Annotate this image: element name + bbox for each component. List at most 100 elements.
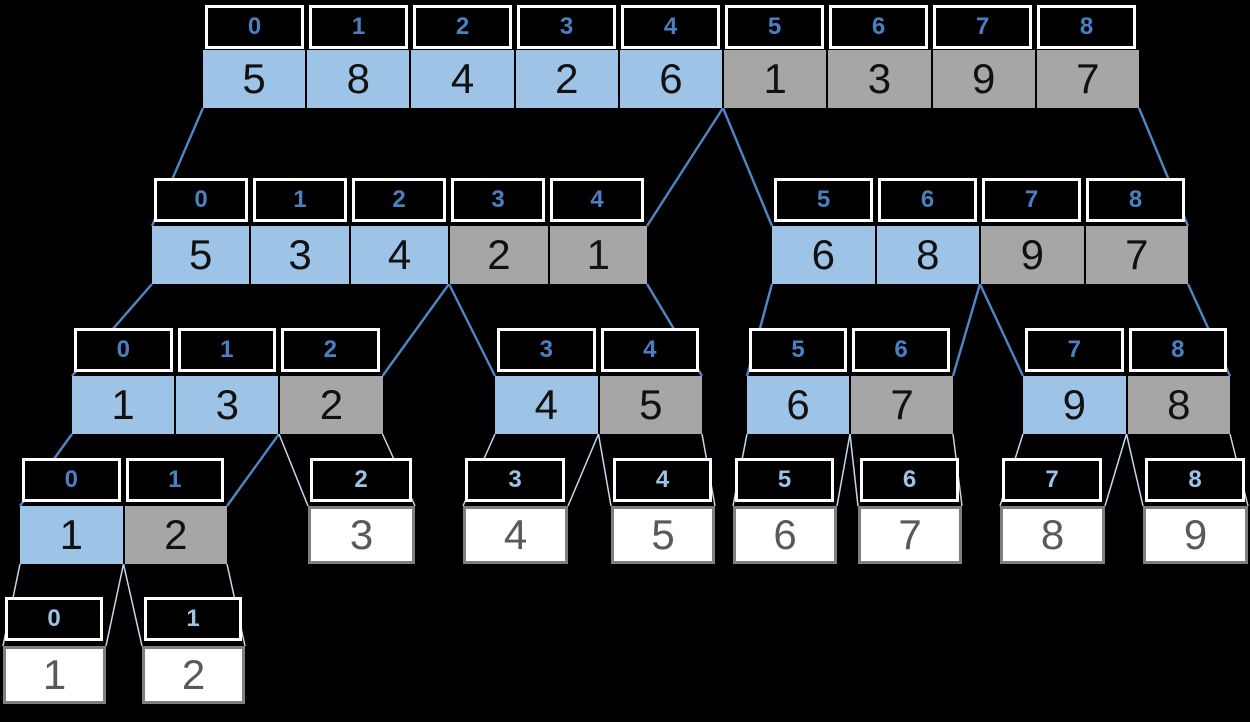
value-cell: 6 [617, 50, 723, 108]
split-line [381, 283, 450, 377]
value-cell: 5 [597, 376, 702, 434]
value-cell: 8 [874, 226, 979, 284]
index-cell: 5 [774, 178, 873, 222]
split-line [849, 433, 859, 507]
value-cell: 6 [733, 506, 837, 564]
split-line [122, 563, 143, 647]
value-cell: 2 [448, 226, 548, 284]
value-cell: 4 [495, 376, 598, 434]
value-cell: 1 [20, 506, 123, 564]
index-cell: 7 [982, 178, 1081, 222]
value-row: 7 [858, 506, 962, 564]
value-cell: 2 [513, 50, 618, 108]
value-cell: 7 [849, 376, 953, 434]
index-cell: 0 [205, 5, 304, 49]
index-cell: 7 [933, 5, 1032, 49]
index-cell: 1 [177, 328, 276, 372]
split-line [1104, 433, 1128, 507]
value-cell: 6 [747, 376, 849, 434]
value-row: 6 [733, 506, 837, 564]
value-cell: 8 [1000, 506, 1105, 564]
index-cell: 8 [1086, 178, 1185, 222]
split-line [567, 433, 600, 507]
index-cell: 4 [621, 5, 720, 49]
split-line [105, 563, 125, 647]
index-cell: 8 [1145, 458, 1245, 502]
value-cell: 2 [122, 506, 227, 564]
index-cell: 1 [309, 5, 408, 49]
index-cell: 0 [22, 458, 121, 502]
index-cell: 1 [144, 597, 242, 641]
value-cell: 6 [772, 226, 875, 284]
value-cell: 1 [547, 226, 648, 284]
value-cell: 3 [174, 376, 279, 434]
value-cell: 9 [1143, 506, 1248, 564]
split-line [951, 283, 982, 377]
value-row: 3 [308, 506, 415, 564]
index-cell: 4 [600, 328, 699, 372]
value-cell: 1 [722, 50, 827, 108]
index-cell: 1 [125, 458, 224, 502]
value-row: 9 [1143, 506, 1248, 564]
value-row: 1 [3, 646, 106, 704]
index-cell: 8 [1128, 328, 1227, 372]
index-cell: 3 [451, 178, 545, 222]
value-cell: 5 [611, 506, 715, 564]
value-cell: 7 [1034, 50, 1139, 108]
index-cell: 0 [5, 597, 103, 641]
index-cell: 2 [413, 5, 512, 49]
index-cell: 4 [613, 458, 712, 502]
index-cell: 2 [352, 178, 446, 222]
value-cell: 9 [979, 226, 1084, 284]
split-line [226, 433, 280, 507]
value-cell: 2 [278, 376, 383, 434]
index-cell: 6 [860, 458, 959, 502]
value-row: 8 [1000, 506, 1105, 564]
value-cell: 4 [409, 50, 514, 108]
index-cell: 0 [74, 328, 173, 372]
value-cell: 9 [1023, 376, 1126, 434]
split-line [836, 433, 851, 507]
index-cell: 1 [253, 178, 347, 222]
value-cell: 1 [3, 646, 106, 704]
split-line [721, 107, 774, 227]
index-cell: 6 [878, 178, 977, 222]
index-cell: 5 [735, 458, 834, 502]
index-cell: 7 [1002, 458, 1102, 502]
index-cell: 6 [852, 328, 950, 372]
value-cell: 7 [858, 506, 962, 564]
index-cell: 2 [310, 458, 412, 502]
value-cell: 4 [348, 226, 449, 284]
value-cell: 3 [308, 506, 415, 564]
index-cell: 7 [1025, 328, 1124, 372]
index-cell: 3 [517, 5, 616, 49]
split-line [597, 433, 612, 507]
index-cell: 3 [497, 328, 596, 372]
value-cell: 5 [203, 50, 306, 108]
value-cell: 5 [152, 226, 250, 284]
value-cell: 8 [305, 50, 410, 108]
split-line [447, 283, 497, 377]
value-row: 4 [463, 506, 568, 564]
index-cell: 6 [829, 5, 928, 49]
value-cell: 9 [930, 50, 1035, 108]
index-cell: 8 [1037, 5, 1136, 49]
split-line [978, 283, 1025, 377]
split-line [1125, 433, 1144, 507]
value-cell: 3 [249, 226, 349, 284]
value-cell: 2 [142, 646, 245, 704]
value-cell: 1 [72, 376, 175, 434]
value-cell: 8 [1125, 376, 1230, 434]
index-cell: 2 [281, 328, 380, 372]
split-line [278, 433, 309, 507]
value-row: 2 [142, 646, 245, 704]
value-row: 5 [611, 506, 715, 564]
